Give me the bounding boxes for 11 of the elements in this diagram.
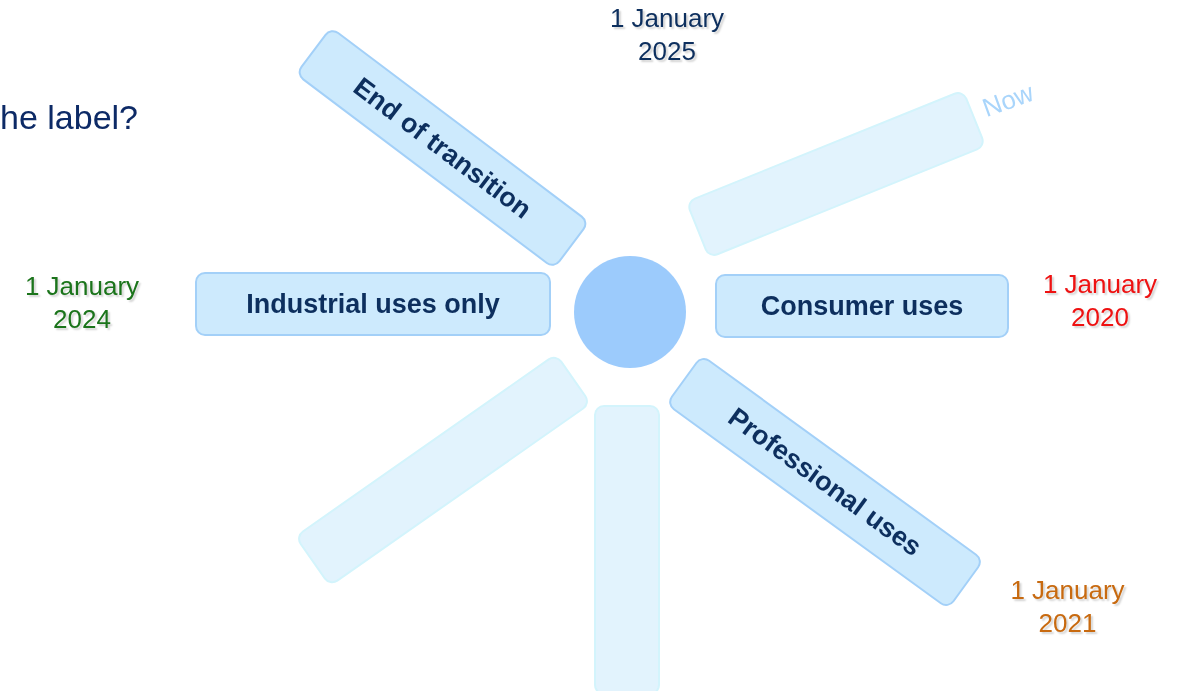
spoke-box: [195, 272, 551, 336]
date-label: 1 January 2024: [23, 270, 141, 335]
blank-spoke-bar: [594, 405, 660, 691]
date-label: 1 January 2020: [1041, 268, 1159, 333]
spoke-label: Consumer uses: [760, 290, 964, 322]
date-label: Now: [977, 76, 1039, 125]
date-label: 1 January 2021: [1009, 574, 1126, 639]
spoke-label: Industrial uses only: [246, 288, 500, 320]
date-label: 1 January 2025: [608, 2, 726, 67]
heading-text: he label?: [0, 98, 138, 137]
spoke-box: [715, 274, 1009, 338]
